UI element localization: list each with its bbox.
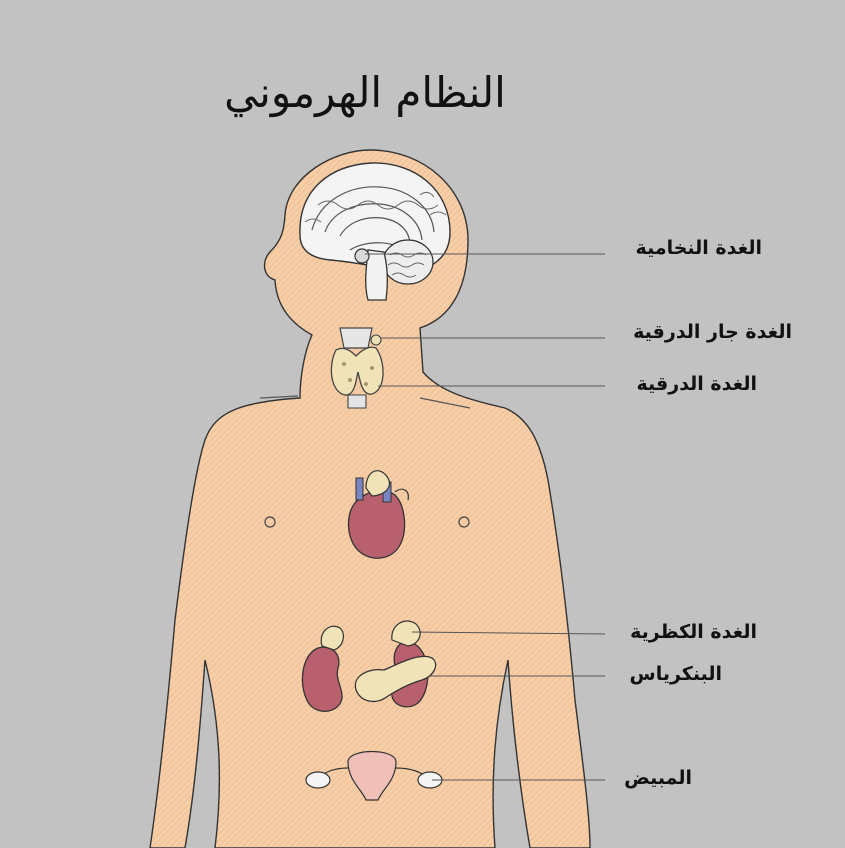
label-thyroid: الغدة الدرقية (612, 372, 757, 396)
label-parathyroid: الغدة جار الدرقية (612, 320, 792, 344)
pituitary-gland (355, 249, 369, 263)
left-kidney (302, 647, 342, 711)
label-pituitary: الغدة النخامية (612, 236, 762, 260)
cerebellum (383, 240, 433, 284)
label-ovary: المبيض (612, 766, 692, 790)
parathyroid-gland (371, 335, 381, 345)
label-adrenal: الغدة الكظرية (612, 620, 757, 644)
larynx (340, 328, 372, 348)
left-ovary (306, 772, 330, 788)
label-pancreas: البنكرياس (612, 662, 722, 686)
trachea (348, 395, 366, 408)
